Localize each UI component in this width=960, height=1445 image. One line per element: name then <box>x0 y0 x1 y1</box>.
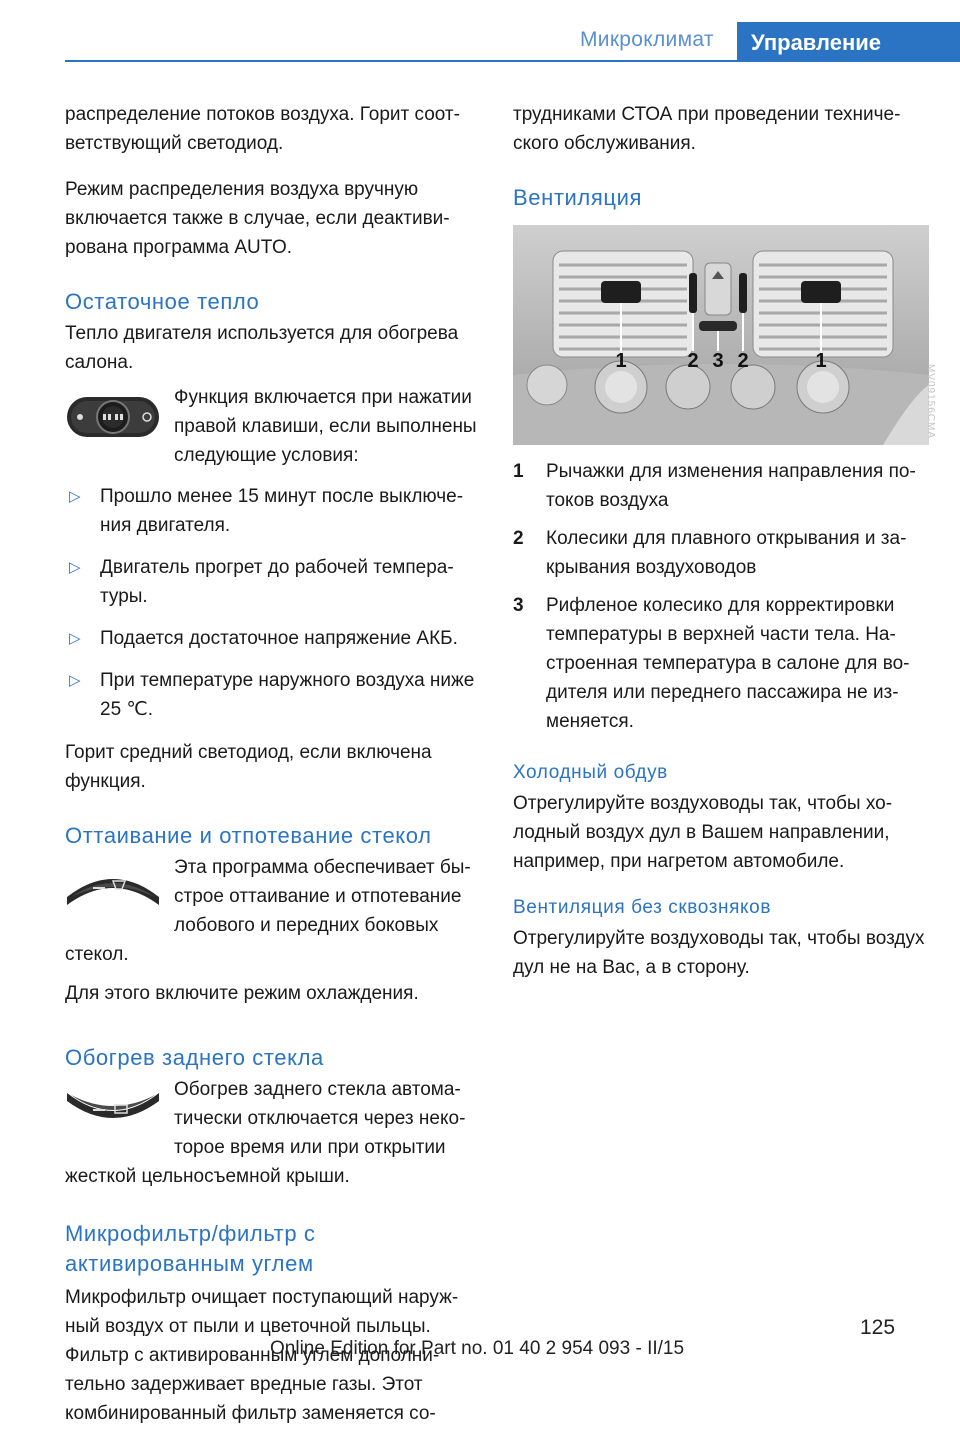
paragraph: Эта программа обеспечивает бы­строе отта… <box>65 857 471 965</box>
paragraph: Отрегулируйте воздуховоды так, чтобы хо­… <box>513 793 893 872</box>
heading-draft-free: Вентиляция без сквозняков <box>513 897 772 918</box>
defrost-figure-row: Эта программа обеспечивает бы­строе отта… <box>65 853 485 969</box>
conditions-list: ▷Прошло менее 15 минут после выключе­ния… <box>65 482 485 724</box>
header-rule <box>65 60 960 62</box>
photo-label: 3 <box>712 350 723 372</box>
right-column: трудниками СТОА при проведении техниче­с… <box>513 100 933 999</box>
paragraph: Функция включается при нажа­тии правой к… <box>174 387 477 466</box>
heading-filter: Микрофильтр/фильтр с активированным угле… <box>65 1221 316 1276</box>
residual-figure-row: Функция включается при нажа­тии правой к… <box>65 383 485 470</box>
triangle-icon: ▷ <box>69 672 81 689</box>
figure-code: MV09156CMA <box>925 364 936 440</box>
photo-label: 1 <box>615 350 626 372</box>
edition-footer: Online Edition for Part no. 01 40 2 954 … <box>270 1338 685 1359</box>
paragraph: трудниками СТОА при проведении техниче­с… <box>513 104 901 154</box>
list-item: ▷Прошло менее 15 минут после выключе­ния… <box>65 482 485 540</box>
paragraph: Режим распределения воздуха вручную вклю… <box>65 179 450 258</box>
paragraph: Обогрев заднего стекла автома­тически от… <box>65 1079 466 1187</box>
triangle-icon: ▷ <box>69 630 81 647</box>
triangle-icon: ▷ <box>69 488 81 505</box>
paragraph: распределение потоков воздуха. Горит соо… <box>65 104 460 154</box>
defrost-button-icon <box>65 867 161 915</box>
photo-label: 1 <box>815 350 826 372</box>
control-panel-icon <box>65 393 161 449</box>
heading-residual-heat: Остаточное тепло <box>65 289 260 314</box>
list-item: ▷Подается достаточное напряжение АКБ. <box>65 624 485 653</box>
rear-defrost-button-icon <box>65 1087 161 1135</box>
page-header: Микроклимат Управление <box>0 0 960 62</box>
section-title: Микроклимат <box>580 28 714 51</box>
left-column: распределение потоков воздуха. Горит соо… <box>65 100 485 1445</box>
heading-rear-window: Обогрев заднего стекла <box>65 1045 324 1070</box>
vent-photo: 1 2 3 2 1 <box>513 225 929 445</box>
page-number: 125 <box>860 1316 896 1339</box>
rear-figure-row: Обогрев заднего стекла автома­тически от… <box>65 1075 485 1191</box>
list-item: ▷При температуре наружного воздуха ниже … <box>65 666 485 724</box>
photo-label: 2 <box>737 350 748 372</box>
heading-cold-airflow: Холодный обдув <box>513 762 668 783</box>
photo-label: 2 <box>687 350 698 372</box>
paragraph: Для этого включите режим охлаждения. <box>65 983 419 1004</box>
heading-ventilation: Вентиляция <box>513 185 642 210</box>
paragraph: Отрегулируйте воздуховоды так, чтобы воз… <box>513 928 925 978</box>
paragraph: Тепло двигателя используется для обогрев… <box>65 323 459 373</box>
heading-defrost: Оттаивание и отпотевание стекол <box>65 823 432 848</box>
list-item: ▷Двигатель прогрет до рабочей темпера­ту… <box>65 553 485 611</box>
triangle-icon: ▷ <box>69 559 81 576</box>
paragraph: Горит средний светодиод, если включена ф… <box>65 742 432 792</box>
chapter-tab[interactable]: Управление <box>737 22 960 62</box>
